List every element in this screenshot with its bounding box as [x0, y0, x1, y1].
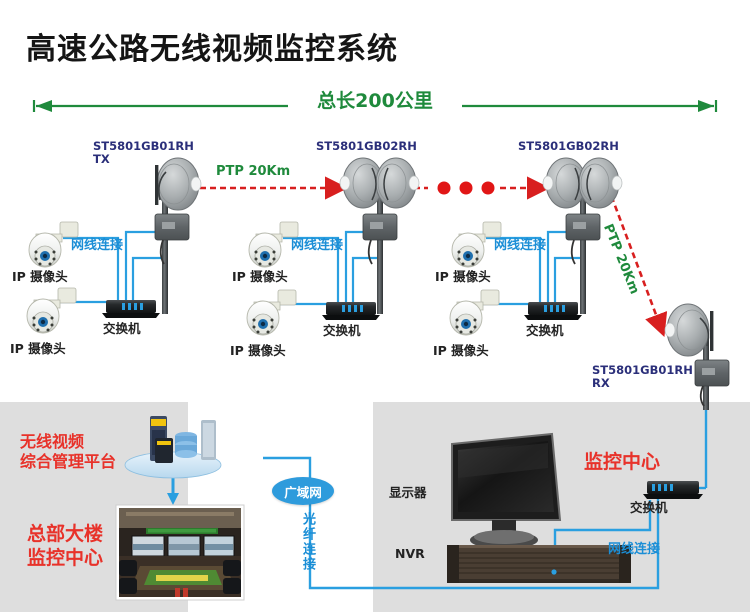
- switch-label-site-3: 交换机: [526, 323, 564, 338]
- ellipsis-dot: [459, 181, 473, 195]
- control-center-lan-label: 网线连接: [608, 542, 661, 557]
- nvr-label: NVR: [395, 546, 425, 561]
- camera-site3-top[interactable]: [451, 221, 502, 268]
- wan-node[interactable]: 广域网: [272, 477, 334, 505]
- headquarters-building-label: 总部大楼 监控中心: [27, 523, 104, 569]
- panel-wan: [255, 402, 373, 612]
- total-span-label: 总长200公里: [317, 90, 433, 112]
- camera-label-site2-bottom: IP 摄像头: [230, 343, 286, 358]
- radio-label-relay-1: ST5801GB02RH: [316, 139, 417, 153]
- lan-label-site-3: 网线连接: [494, 238, 547, 253]
- wan-label: 广域网: [284, 484, 322, 500]
- ptp-link-3-diagonal: [606, 186, 668, 338]
- total-span-arrow: [32, 100, 718, 112]
- radio-tx-ST5801GB01RH[interactable]: [154, 157, 202, 314]
- ptp-link-2-ellipsis: [404, 176, 551, 200]
- monitor-label: 显示器: [389, 485, 427, 500]
- lan-label-site-2: 网线连接: [291, 238, 344, 253]
- camera-site1-top[interactable]: [28, 221, 79, 268]
- control-center-monitor: [451, 432, 562, 549]
- switch-site-1[interactable]: [102, 300, 160, 318]
- camera-site1-bottom[interactable]: [26, 287, 77, 334]
- radio-rx-ST5801GB01RH[interactable]: [664, 303, 730, 410]
- lan-label-site-1: 网线连接: [71, 238, 124, 253]
- ellipsis-dot: [437, 181, 451, 195]
- camera-label-site3-top: IP 摄像头: [435, 269, 491, 284]
- control-center-switch[interactable]: [643, 481, 703, 499]
- radio-relay-1-ST5801GB02RH[interactable]: [339, 157, 420, 314]
- camera-site2-bottom[interactable]: [246, 289, 297, 336]
- fiber-link-label: 光纤连接: [300, 512, 315, 572]
- radio-label-relay-2: ST5801GB02RH: [518, 139, 619, 153]
- camera-label-site1-top: IP 摄像头: [12, 269, 68, 284]
- ellipsis-dot: [481, 181, 495, 195]
- switch-label-site-1: 交换机: [103, 321, 141, 336]
- control-center-title: 监控中心: [584, 451, 661, 473]
- wan-cables: [263, 456, 373, 590]
- radio-label-rx: ST5801GB01RH RX: [592, 363, 693, 390]
- switch-site-2[interactable]: [322, 302, 380, 320]
- switch-label-site-2: 交换机: [323, 323, 361, 338]
- management-platform-servers: [124, 416, 222, 479]
- camera-label-site1-bottom: IP 摄像头: [10, 341, 66, 356]
- control-center-switch-label: 交换机: [630, 500, 668, 515]
- ptp-label-1: PTP 20Km: [216, 164, 291, 179]
- switch-site-3[interactable]: [524, 302, 582, 320]
- camera-site2-top[interactable]: [248, 221, 299, 268]
- management-platform-label: 无线视频 综合管理平台: [20, 432, 117, 471]
- hq-download-arrow: [167, 478, 179, 505]
- headquarters-photo: [115, 504, 245, 601]
- radio-relay-2-ST5801GB02RH[interactable]: [542, 157, 623, 314]
- camera-site3-bottom[interactable]: [449, 289, 500, 336]
- control-center-nvr: [447, 545, 631, 583]
- camera-label-site2-top: IP 摄像头: [232, 269, 288, 284]
- camera-label-site3-bottom: IP 摄像头: [433, 343, 489, 358]
- radio-label-tx: ST5801GB01RH TX: [93, 139, 194, 166]
- page-title: 高速公路无线视频监控系统: [26, 32, 398, 67]
